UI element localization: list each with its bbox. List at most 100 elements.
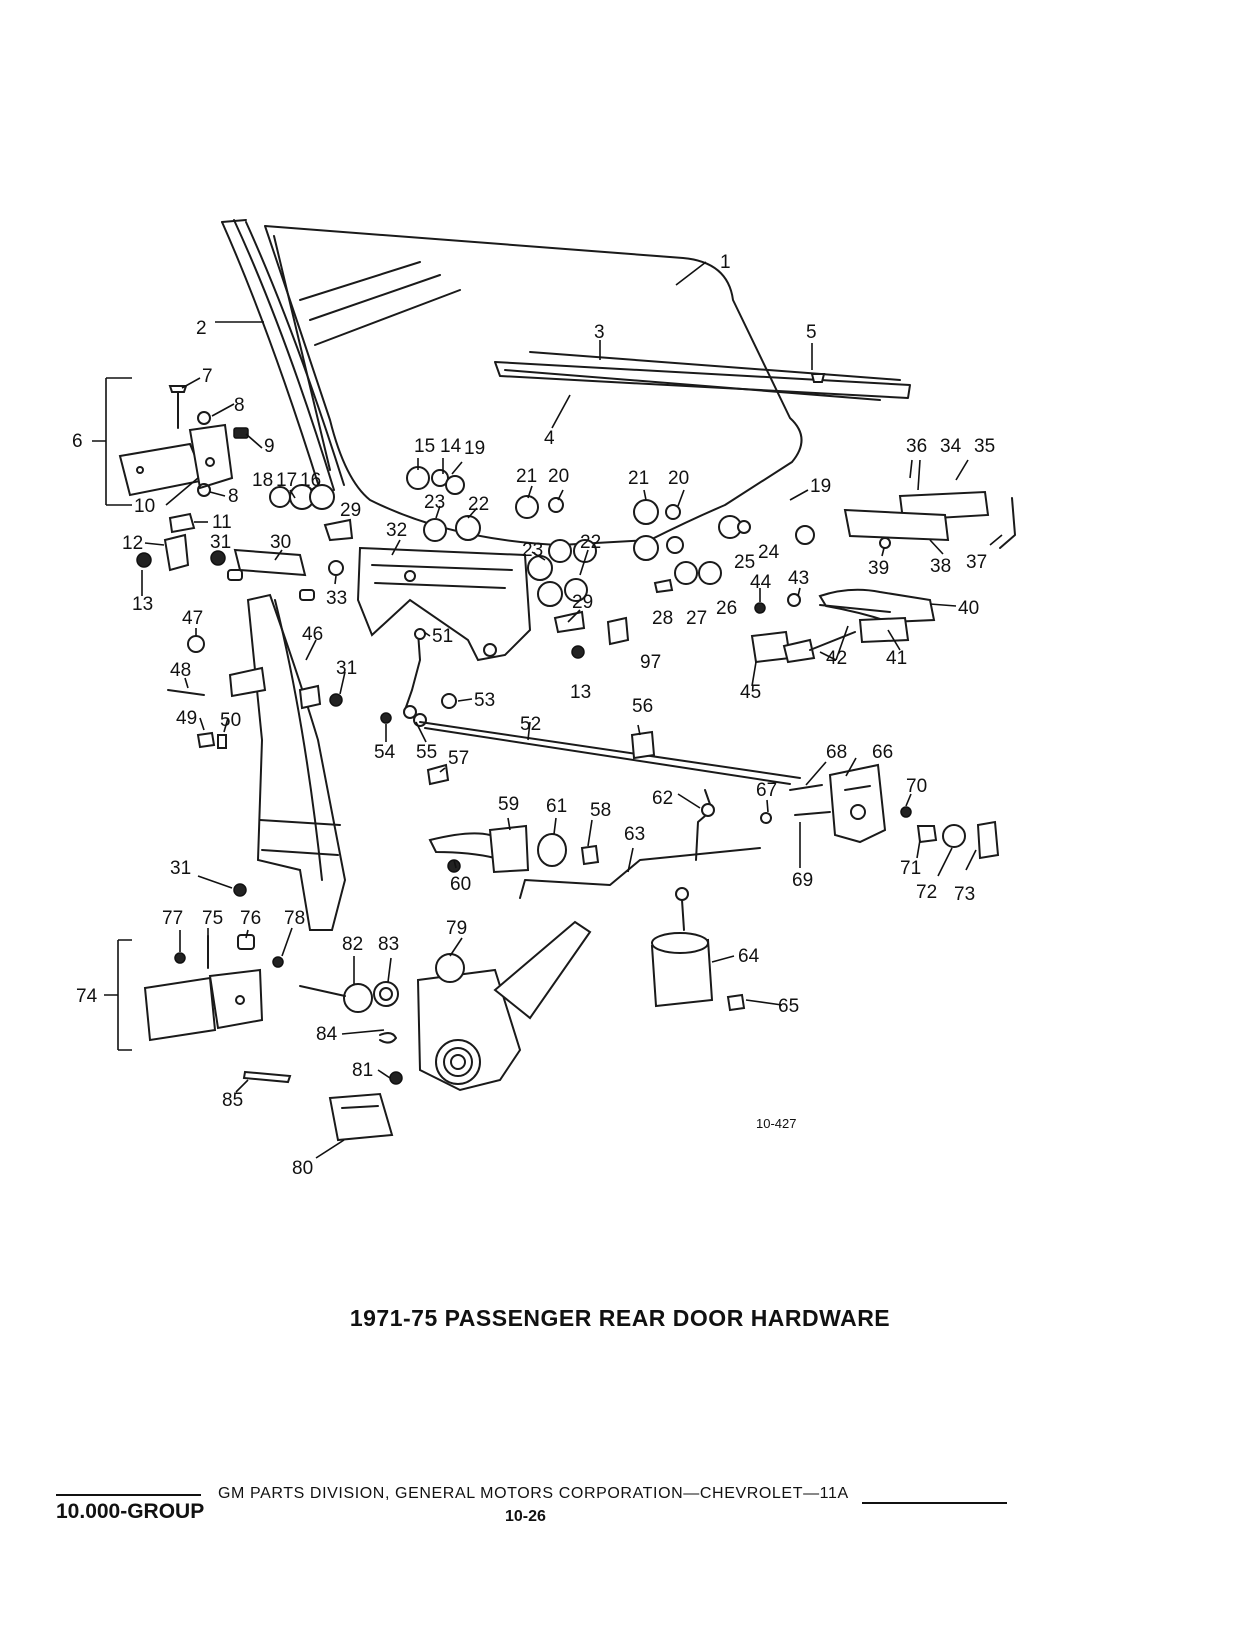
callout-14: 14: [440, 436, 462, 457]
rear-run-channel: [221, 219, 345, 491]
callout-60: 60: [450, 874, 471, 895]
callout-77: 77: [162, 908, 183, 929]
misc-small-parts: [553, 610, 630, 659]
callout-leaders: [141, 261, 1003, 1159]
figure-number: 10-427: [756, 1116, 796, 1131]
callout-40: 40: [958, 598, 979, 619]
callout-20-right: 20: [668, 468, 689, 489]
callout-31-mid: 31: [336, 658, 357, 679]
callout-23-lower: 23: [522, 540, 543, 561]
callout-83: 83: [378, 934, 399, 955]
callout-79: 79: [446, 918, 467, 939]
callout-8-upper: 8: [234, 395, 245, 416]
footer-rule-left: [56, 1494, 201, 1496]
callout-59: 59: [498, 794, 519, 815]
callout-39: 39: [868, 558, 889, 579]
callout-64: 64: [738, 946, 760, 967]
callout-23-upper: 23: [424, 492, 445, 513]
callout-55: 55: [416, 742, 437, 763]
inside-handle-linkage: [380, 628, 801, 786]
callout-13-left: 13: [132, 594, 153, 615]
page-number: 10-26: [505, 1508, 546, 1525]
callout-70: 70: [906, 776, 927, 797]
callout-2: 2: [196, 318, 207, 339]
small-hardware-left: [136, 484, 354, 601]
callout-49: 49: [176, 708, 197, 729]
callout-34: 34: [940, 436, 962, 457]
callout-38: 38: [930, 556, 951, 577]
callout-33: 33: [326, 588, 347, 609]
retainer-clip: [810, 373, 826, 383]
callout-21-right: 21: [628, 468, 649, 489]
window-regulator: [242, 920, 592, 1142]
callout-69: 69: [792, 870, 813, 891]
callout-53: 53: [474, 690, 495, 711]
callout-21-left: 21: [516, 466, 537, 487]
callout-8-lower: 8: [228, 486, 239, 507]
callout-44: 44: [750, 572, 772, 593]
callout-51: 51: [432, 626, 453, 647]
callout-1: 1: [720, 252, 731, 273]
callout-52: 52: [520, 714, 541, 735]
callout-78: 78: [284, 908, 305, 929]
callout-54: 54: [374, 742, 396, 763]
group-number: 10.000-GROUP: [56, 1500, 205, 1523]
callout-56: 56: [632, 696, 653, 717]
callout-13-center: 13: [570, 682, 591, 703]
belt-sealing-strip: [494, 351, 911, 401]
callout-numbers: 1 2 3 4 5 6 7 8 8 9 10 11 12 13 13 14 15…: [72, 252, 995, 1179]
callout-10: 10: [134, 496, 155, 517]
callout-29-lower: 29: [572, 592, 593, 613]
upper-hinge-assembly: [92, 377, 249, 506]
callout-36: 36: [906, 436, 927, 457]
callout-24: 24: [758, 542, 780, 563]
callout-85: 85: [222, 1090, 243, 1111]
callout-25: 25: [734, 552, 755, 573]
callout-62: 62: [652, 788, 673, 809]
callout-43: 43: [788, 568, 809, 589]
door-window-glass: [264, 225, 803, 546]
callout-4: 4: [544, 428, 555, 449]
lower-hinge-assembly: [104, 934, 284, 1051]
callout-22-lower: 22: [580, 532, 601, 553]
callout-81: 81: [352, 1060, 373, 1081]
callout-80: 80: [292, 1158, 313, 1179]
inside-remote-handle: [428, 789, 761, 899]
callout-65: 65: [778, 996, 799, 1017]
callout-61: 61: [546, 796, 567, 817]
callout-15: 15: [414, 436, 435, 457]
callout-9: 9: [264, 436, 275, 457]
callout-37: 37: [966, 552, 987, 573]
callout-68: 68: [826, 742, 847, 763]
callout-48: 48: [170, 660, 191, 681]
callout-67: 67: [756, 780, 777, 801]
callout-5: 5: [806, 322, 817, 343]
callout-75: 75: [202, 908, 223, 929]
callout-42: 42: [826, 648, 847, 669]
callout-18: 18: [252, 470, 273, 491]
footer-rule-right: [862, 1502, 1007, 1504]
callout-31-lower: 31: [170, 858, 191, 879]
callout-66: 66: [872, 742, 893, 763]
publisher-line: GM PARTS DIVISION, GENERAL MOTORS CORPOR…: [218, 1485, 849, 1502]
callout-32: 32: [386, 520, 407, 541]
callout-26: 26: [716, 598, 737, 619]
callout-19-left: 19: [464, 438, 485, 459]
callout-97: 97: [640, 652, 661, 673]
power-lock-actuator: [650, 887, 746, 1012]
callout-22-upper: 22: [468, 494, 489, 515]
rear-window-guide: [228, 593, 347, 931]
callout-16: 16: [300, 470, 321, 491]
callout-7: 7: [202, 366, 213, 387]
callout-71: 71: [900, 858, 921, 879]
callout-11: 11: [212, 512, 232, 533]
callout-41: 41: [886, 648, 907, 669]
callout-29-upper: 29: [340, 500, 361, 521]
callout-12: 12: [122, 533, 143, 554]
callout-58: 58: [590, 800, 611, 821]
callout-31-upper: 31: [210, 532, 231, 553]
callout-63: 63: [624, 824, 645, 845]
callout-72: 72: [916, 882, 937, 903]
window-roller-bushings: [406, 466, 815, 607]
